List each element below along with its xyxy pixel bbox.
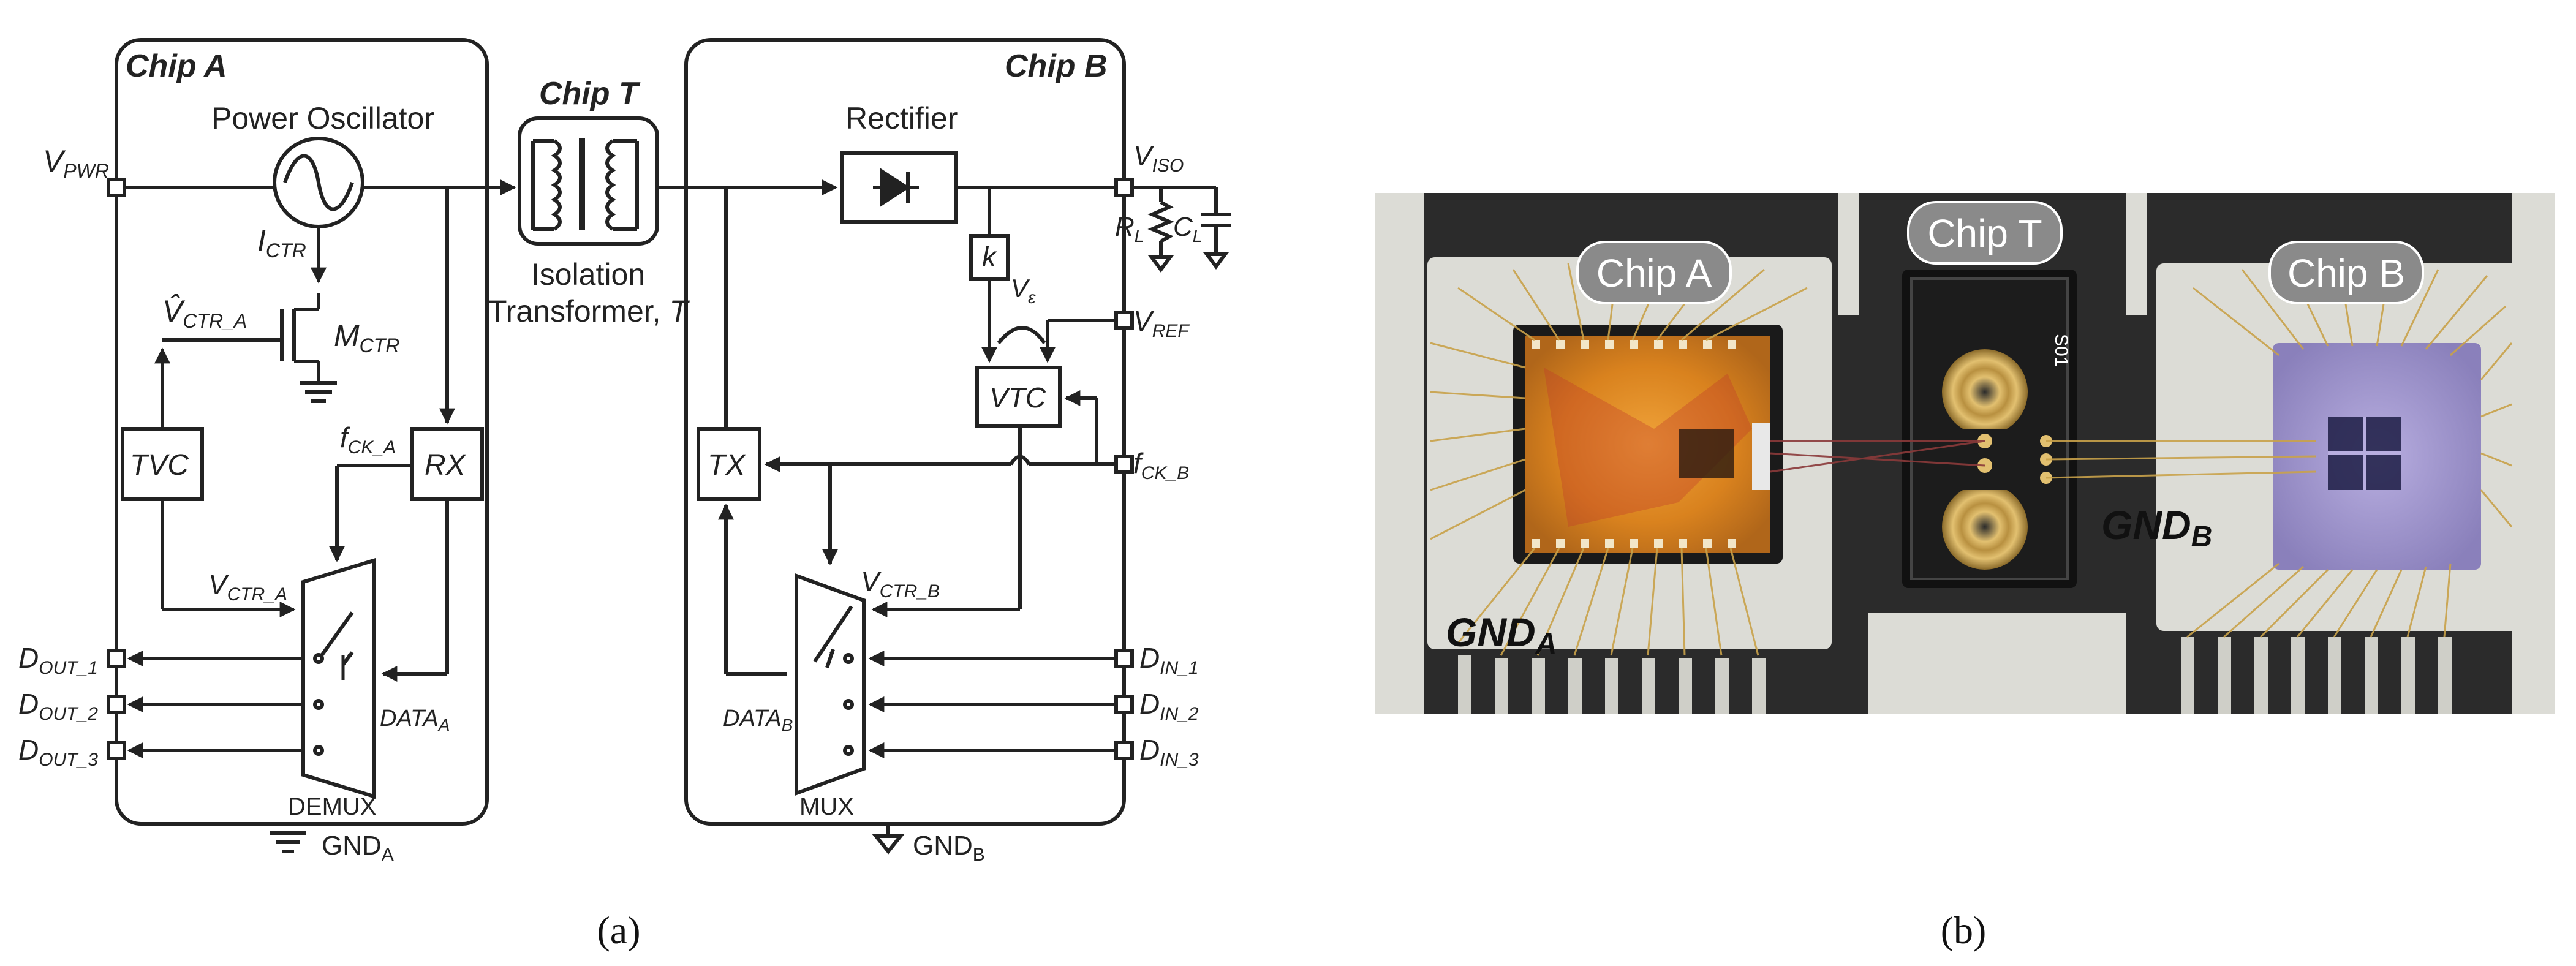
chip-t-marking: S01 (2051, 334, 2071, 366)
chip-b-title: Chip B (1005, 48, 1108, 84)
chip-t-box (518, 116, 659, 246)
chip-t-caption-line2: Transformer, T (488, 294, 690, 328)
tx-label: TX (708, 449, 746, 481)
d-out-2-pin (107, 695, 126, 714)
chip-t-label-bubble (1907, 201, 2063, 265)
f-ck-b-pin (1114, 455, 1134, 474)
tx-block (697, 427, 761, 501)
gnd-b-photo-label: GNDB (2101, 502, 2212, 553)
d-in-3-pin (1114, 741, 1134, 760)
chip-b-label-bubble (2268, 241, 2424, 304)
rectifier-label: Rectifier (845, 101, 958, 135)
k-label: k (982, 241, 997, 273)
demux-block (301, 557, 376, 799)
d-out-1-pin (107, 649, 126, 668)
r-l-label: RL (1115, 212, 1144, 246)
v-iso-pin (1114, 178, 1134, 197)
v-ctr-a-hat-label: V̂CTR_A (162, 294, 247, 332)
power-oscillator-label: Power Oscillator (211, 101, 434, 135)
demux-label: DEMUX (288, 793, 376, 820)
panel-a-labels: Chip A Power Oscillator VPWR ICTR V̂CTR_… (18, 48, 1202, 952)
chip-b-photo-label: Chip B (2287, 251, 2405, 295)
chip-a-title: Chip A (126, 48, 227, 84)
v-ctr-b-label: VCTR_B (861, 565, 940, 602)
vtc-block (975, 366, 1062, 428)
v-iso-label: VISO (1133, 140, 1184, 176)
rx-label: RX (425, 449, 467, 481)
gnd-a-label: GNDA (322, 831, 394, 865)
v-pwr-pin (107, 178, 126, 197)
data-b-label: DATAB (723, 706, 793, 734)
d-in-2-pin (1114, 695, 1134, 714)
rectifier-block (840, 151, 958, 224)
chip-b-box (684, 38, 1126, 826)
mux-block (795, 573, 866, 796)
chip-a-box (115, 38, 489, 826)
d-in-3-label: DIN_3 (1139, 734, 1199, 770)
f-ck-b-label: fCK_B (1133, 447, 1189, 483)
v-eps-label: Vε (1011, 274, 1036, 307)
i-ctr-label: ICTR (257, 224, 306, 262)
m-ctr-label: MCTR (334, 319, 399, 357)
v-pwr-label: VPWR (43, 144, 109, 182)
panel-a-caption: (a) (597, 908, 640, 952)
c-l-label: CL (1173, 212, 1202, 246)
chip-t-coil-bottom (1942, 484, 2028, 570)
f-ck-a-label: fCK_A (340, 421, 396, 458)
vtc-label: VTC (989, 382, 1046, 413)
tvc-label: TVC (130, 449, 189, 481)
d-in-1-label: DIN_1 (1139, 642, 1199, 678)
chip-t-coil-top (1942, 349, 2028, 435)
panel-b-caption: (b) (1941, 908, 1987, 952)
gnd-b-label: GNDB (913, 831, 985, 865)
d-out-2-label: DOUT_2 (18, 688, 98, 724)
chip-a-photo-label: Chip A (1596, 251, 1712, 295)
panel-a-circuit-diagram (107, 38, 1231, 855)
d-in-2-label: DIN_2 (1139, 688, 1199, 724)
v-ref-label: VREF (1133, 305, 1190, 341)
mux-label: MUX (799, 793, 854, 820)
d-out-3-label: DOUT_3 (18, 734, 98, 770)
gnd-a-photo-label: GNDA (1446, 609, 1557, 660)
data-a-label: DATAA (380, 706, 450, 734)
v-ref-pin (1114, 311, 1134, 330)
chip-t-photo-label: Chip T (1927, 211, 2042, 255)
chip-a-label-bubble (1576, 241, 1732, 304)
chip-t-caption-line1: Isolation (531, 257, 645, 292)
panel-b-die-photo: S01 Chip A Chip T Chip B GNDA GNDB (b) (1375, 193, 2555, 952)
chip-t-title: Chip T (539, 76, 641, 111)
d-in-1-pin (1114, 649, 1134, 668)
tvc-block (121, 427, 204, 501)
d-out-1-label: DOUT_1 (18, 642, 98, 678)
d-out-3-pin (107, 741, 126, 760)
v-ctr-a-label: VCTR_A (208, 568, 287, 605)
